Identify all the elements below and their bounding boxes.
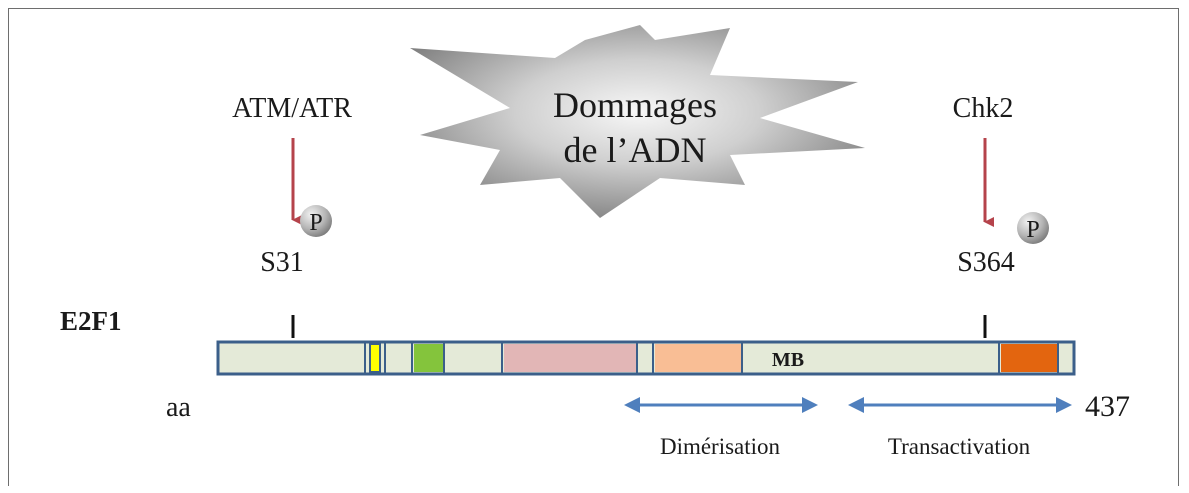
domain-green: [414, 344, 444, 372]
kinase-label-left: ATM/ATR: [232, 93, 352, 124]
protein-bar: [216, 340, 1076, 376]
phosphate-label-right: P: [1026, 217, 1039, 243]
kinase-label-right: Chk2: [953, 93, 1014, 124]
burst-label-line2: de l’ADN: [564, 130, 707, 170]
marked-box-label: MB: [772, 349, 804, 371]
scale-start-label: aa: [166, 392, 191, 423]
site-label-left: S31: [260, 247, 304, 278]
transactivation-label: Transactivation: [888, 434, 1031, 459]
domain-yellow: [369, 343, 381, 373]
dimerization-range-arrow: [624, 397, 818, 413]
domain-orange: [1001, 344, 1057, 372]
phosphate-label-left: P: [309, 210, 322, 236]
domain-pink: [504, 344, 636, 372]
dimerization-label: Dimérisation: [660, 434, 781, 459]
burst-label-line1: Dommages: [553, 85, 717, 125]
dna-damage-burst: [410, 25, 865, 218]
phosphate-ball-left: [300, 205, 332, 237]
domain-peach: [655, 344, 741, 372]
protein-name: E2F1: [60, 306, 122, 336]
scale-end-label: 437: [1085, 390, 1130, 423]
phosphate-ball-right: [1017, 212, 1049, 244]
transactivation-range-arrow: [848, 397, 1072, 413]
site-label-right: S364: [957, 247, 1015, 278]
